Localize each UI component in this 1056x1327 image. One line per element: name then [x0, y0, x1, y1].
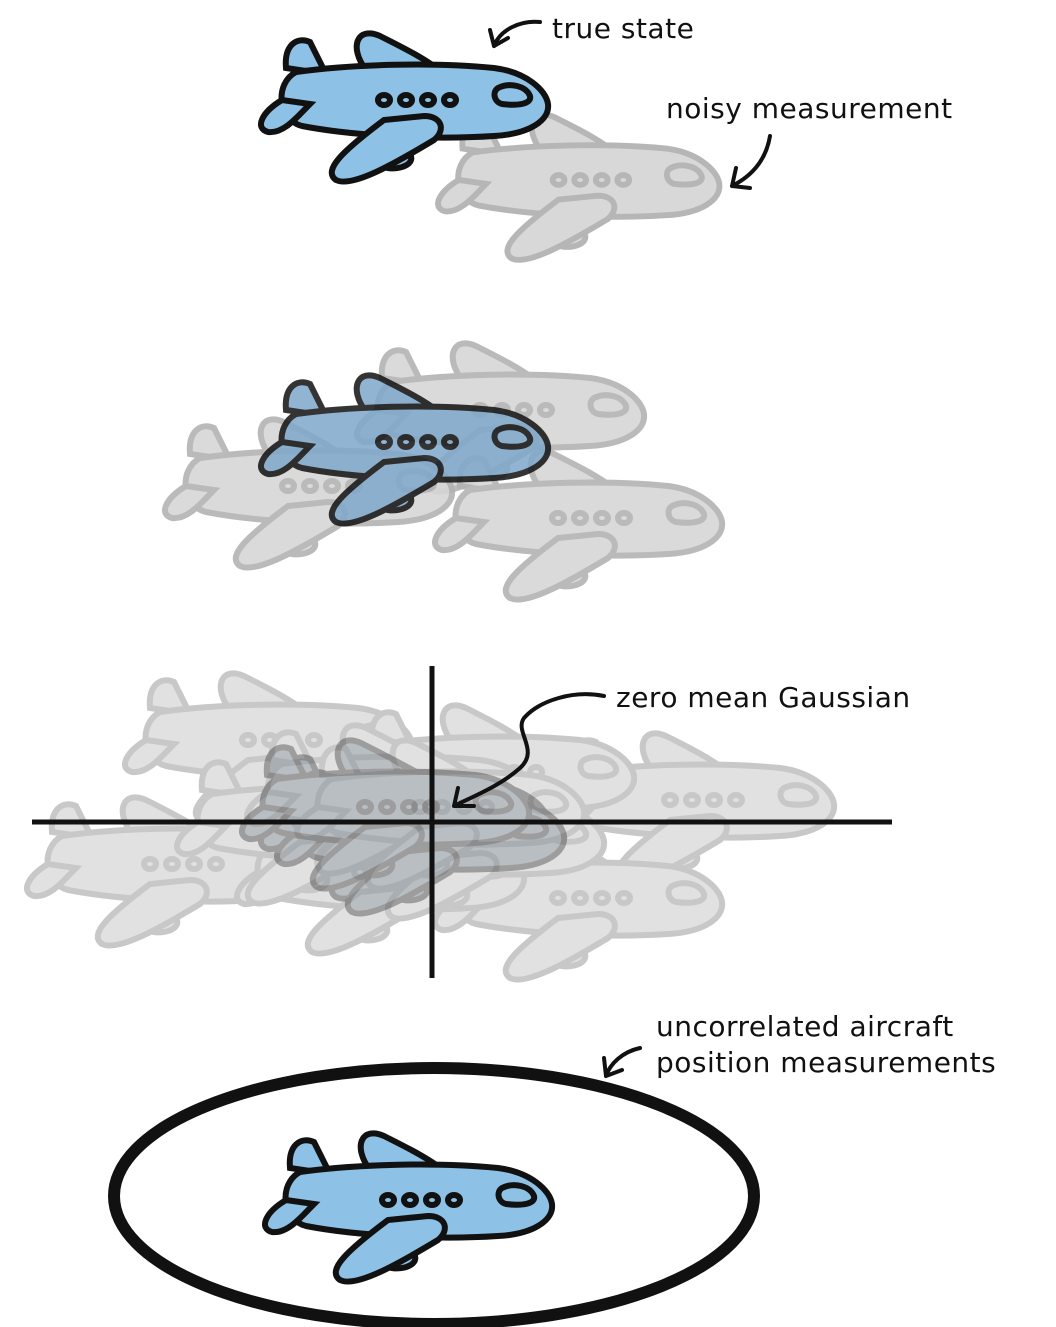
panel-multiple-noisy: [165, 343, 722, 599]
zero-mean-gaussian-label: zero mean Gaussian: [616, 681, 911, 714]
true-state-plane-icon: [265, 1133, 552, 1281]
measurement-ellipse: [108, 1062, 760, 1327]
true-state-label: true state: [552, 12, 694, 45]
uncorrelated-label-line1: uncorrelated aircraft: [656, 1010, 954, 1043]
noisy-measurement-arrow: [730, 134, 772, 190]
zero-mean-arrow: [452, 692, 606, 808]
panel-true-vs-noisy: true state noisy measurement: [261, 12, 953, 260]
true-state-arrow: [488, 19, 542, 48]
panel-gaussian: zero mean Gaussian: [27, 666, 911, 980]
panel-uncorrelated: uncorrelated aircraft position measureme…: [108, 1010, 996, 1327]
noisy-measurement-label: noisy measurement: [666, 92, 953, 125]
uncorrelated-arrow: [602, 1046, 642, 1078]
uncorrelated-label-line2: position measurements: [656, 1046, 996, 1079]
